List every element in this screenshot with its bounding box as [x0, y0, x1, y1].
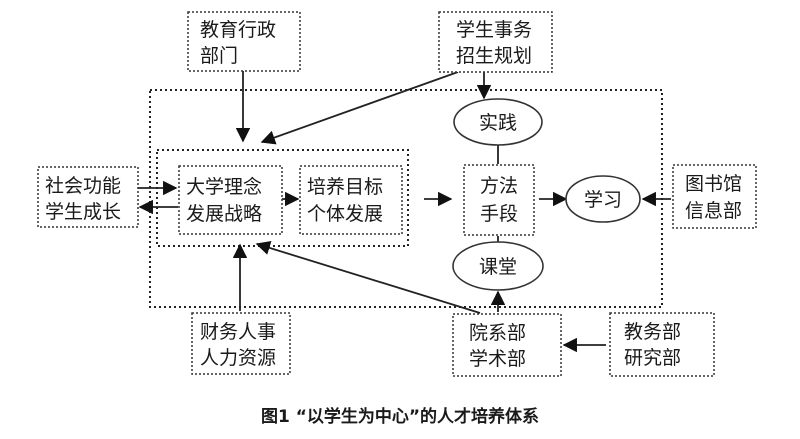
node-finance: 财务人事 人力资源	[191, 312, 291, 375]
node-practice: 实践	[453, 98, 543, 146]
svg-text:教育行政: 教育行政	[200, 19, 276, 41]
connectors	[138, 71, 671, 353]
svg-text:研究部: 研究部	[624, 347, 681, 369]
node-learn: 学习	[565, 175, 641, 223]
svg-text:个体发展: 个体发展	[307, 203, 383, 225]
node-method: 方法 手段	[463, 164, 535, 236]
svg-text:院系部: 院系部	[469, 322, 526, 344]
svg-text:大学理念: 大学理念	[186, 175, 262, 198]
node-university-idea: 大学理念 发展战略	[178, 165, 283, 235]
svg-text:社会功能: 社会功能	[45, 175, 121, 197]
svg-text:信息部: 信息部	[685, 200, 742, 222]
svg-text:培养目标: 培养目标	[307, 176, 383, 198]
node-classroom: 课堂	[452, 241, 544, 291]
svg-text:部门: 部门	[200, 45, 238, 67]
svg-text:招生规划: 招生规划	[456, 45, 532, 67]
node-training-goal: 培养目标 个体发展	[299, 165, 403, 235]
arrow-student-to-core	[260, 71, 459, 145]
node-department: 院系部 学术部	[452, 313, 562, 377]
svg-text:教务部: 教务部	[624, 321, 681, 343]
node-academic-affairs: 教务部 研究部	[609, 312, 715, 377]
svg-text:学生事务: 学生事务	[456, 19, 532, 41]
svg-text:方法: 方法	[480, 175, 518, 197]
node-social: 社会功能 学生成长	[37, 166, 139, 228]
svg-text:发展战略: 发展战略	[186, 203, 262, 225]
figure-caption: 图1 “以学生为中心”的人才培养体系	[261, 406, 539, 427]
node-student-affairs: 学生事务 招生规划	[438, 11, 553, 73]
svg-text:人力资源: 人力资源	[200, 347, 276, 369]
svg-text:财务人事: 财务人事	[200, 321, 276, 343]
node-library: 图书馆 信息部	[672, 164, 757, 229]
arrow-dept-to-core	[255, 240, 481, 314]
svg-text:学术部: 学术部	[469, 348, 526, 370]
node-edu-admin: 教育行政 部门	[187, 11, 301, 72]
core-frame	[156, 149, 409, 247]
svg-text:实践: 实践	[479, 112, 517, 134]
svg-text:课堂: 课堂	[479, 256, 517, 278]
svg-text:手段: 手段	[480, 203, 518, 225]
svg-text:图书馆: 图书馆	[685, 173, 742, 195]
svg-text:学习: 学习	[584, 189, 622, 211]
svg-text:学生成长: 学生成长	[45, 201, 121, 223]
